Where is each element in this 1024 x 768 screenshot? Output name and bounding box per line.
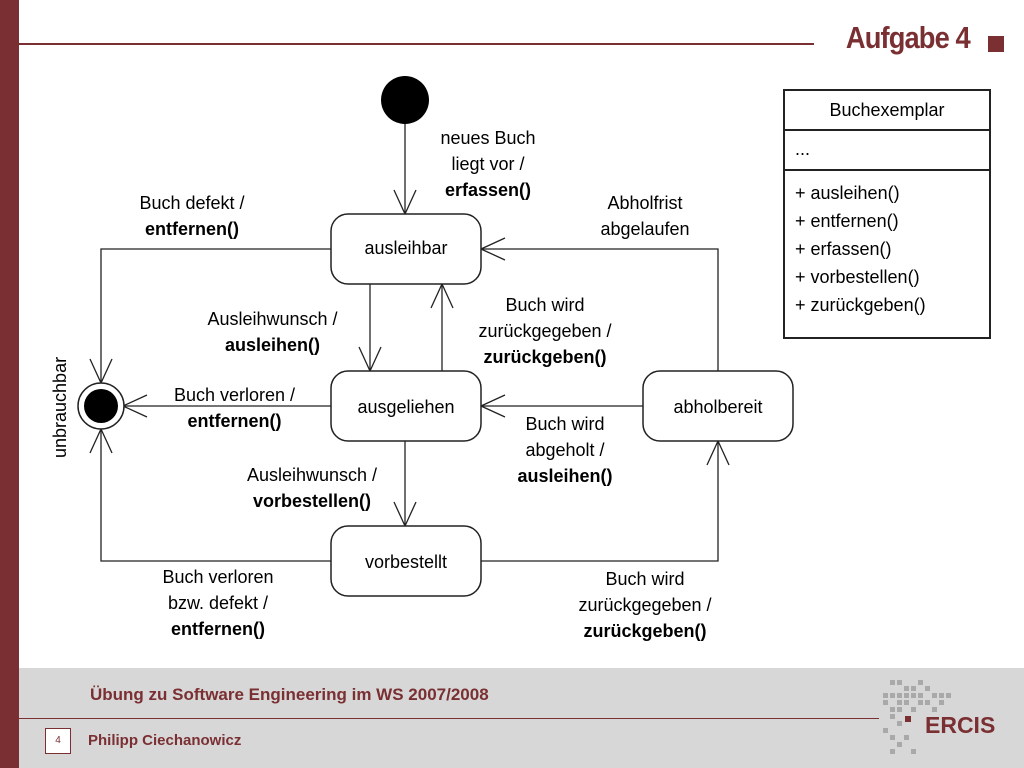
label-ausleihwunsch-2: Ausleihwunsch / vorbestellen() xyxy=(246,465,378,511)
edge-vorbestellt-unbrauchbar xyxy=(100,429,331,562)
footer-course-title: Übung zu Software Engineering im WS 2007… xyxy=(90,685,489,704)
state-abholbereit xyxy=(642,370,794,442)
label-zurueck-1: Buch wird zurückgegeben / zurückgeben() xyxy=(478,295,612,367)
class-operation: + vorbestellen() xyxy=(795,267,920,287)
class-operation: + ausleihen() xyxy=(795,183,900,203)
edge-vorbestellt-abholbereit xyxy=(481,441,719,562)
class-name: Buchexemplar xyxy=(785,91,989,131)
label-abgeholt: Buch wird abgeholt / ausleihen() xyxy=(517,414,613,486)
label-zurueck-2: Buch wird zurückgegeben / zurückgeben() xyxy=(578,569,712,641)
state-label-abholbereit: abholbereit xyxy=(673,397,763,417)
label-verloren-defekt: Buch verloren bzw. defekt / entfernen() xyxy=(162,567,274,639)
ercis-logo-text: ERCIS xyxy=(925,712,996,738)
label-defekt: Buch defekt / entfernen() xyxy=(139,193,245,239)
edge-abholbereit-ausleihbar xyxy=(481,248,719,371)
edge-ausleihbar-unbrauchbar xyxy=(100,248,331,383)
class-box-buchexemplar: Buchexemplar ... + ausleihen() + entfern… xyxy=(783,89,991,339)
title-rule xyxy=(19,43,814,45)
state-label-ausgeliehen: ausgeliehen xyxy=(357,397,455,417)
footer-rule xyxy=(19,718,879,719)
label-abholfrist: Abholfrist abgelaufen xyxy=(600,193,690,239)
title-square-icon xyxy=(988,36,1004,52)
state-ausleihbar xyxy=(330,213,482,285)
class-operation: + entfernen() xyxy=(795,211,899,231)
page-number: 4 xyxy=(45,728,71,754)
state-label-ausleihbar: ausleihbar xyxy=(364,238,448,258)
class-attributes: ... xyxy=(785,131,989,171)
class-operation: + zurückgeben() xyxy=(795,295,926,315)
label-verloren: Buch verloren / entfernen() xyxy=(173,385,296,431)
state-ausgeliehen xyxy=(330,370,482,442)
state-label-vorbestellt: vorbestellt xyxy=(364,552,448,572)
class-operation: + erfassen() xyxy=(795,239,892,259)
footer-author: Philipp Ciechanowicz xyxy=(88,732,242,749)
state-vorbestellt xyxy=(330,525,482,597)
europe-map-logo-icon xyxy=(883,680,951,754)
left-accent-bar xyxy=(0,0,19,768)
label-ausleihwunsch-1: Ausleihwunsch / ausleihen() xyxy=(207,309,338,355)
slide-title: Aufgabe 4 xyxy=(846,20,971,55)
initial-state xyxy=(381,76,429,124)
final-state-label: unbrauchbar xyxy=(50,356,70,458)
class-operations: + ausleihen() + entfernen() + erfassen()… xyxy=(785,171,989,319)
final-state-inner xyxy=(84,389,118,423)
label-init: neues Buch liegt vor / erfassen() xyxy=(440,128,536,200)
